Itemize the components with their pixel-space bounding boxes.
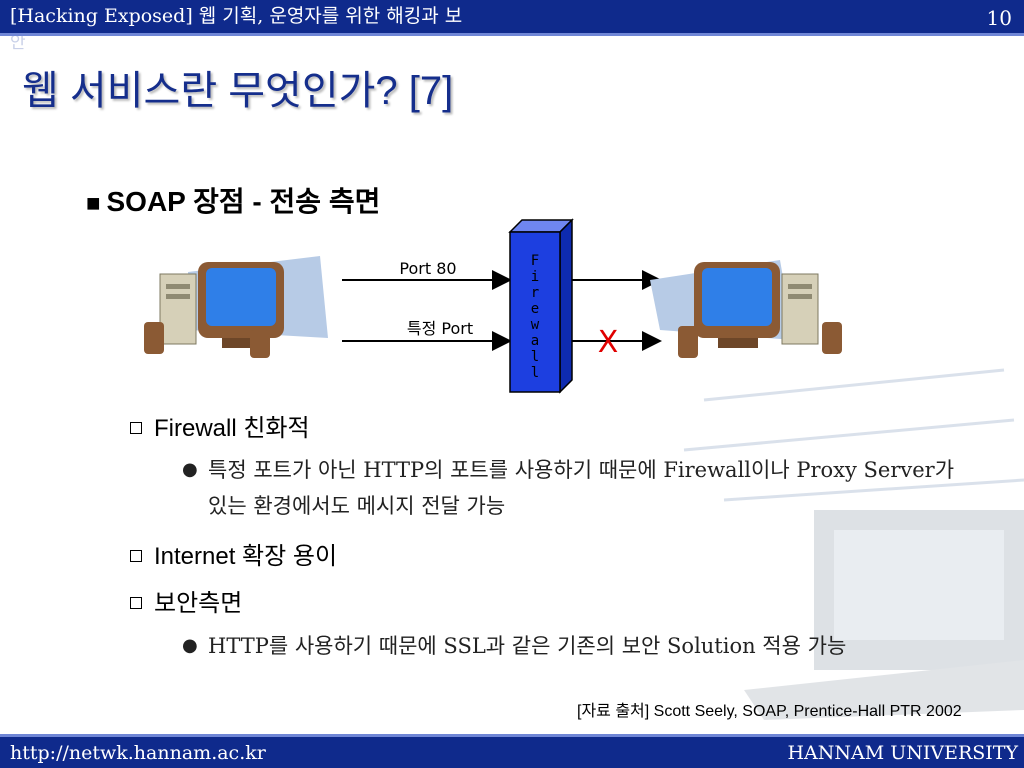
bullet-firewall: Firewall 친화적	[130, 408, 310, 443]
footer-university: HANNAM UNIVERSITY	[787, 742, 1018, 764]
bullet-text: 보안측면	[154, 590, 243, 617]
footer-url: http://netwk.hannam.ac.kr	[10, 742, 266, 764]
footer-bar: http://netwk.hannam.ac.kr HANNAM UNIVERS…	[0, 734, 1024, 768]
section-title: ■SOAP 장점 - 전송 측면	[86, 180, 380, 220]
slide-heading: 웹 서비스란 무엇인가? [7]	[22, 69, 454, 113]
firewall-letter: l	[531, 349, 539, 365]
firewall-diagram: Port 80 특정 Port F i r e w a l l X	[144, 218, 842, 394]
sub-bullet-text: HTTP를 사용하기 때문에 SSL과 같은 기존의 보안 Solution 적…	[208, 634, 847, 658]
footer-rule	[0, 734, 1024, 737]
computer-left-icon	[144, 256, 328, 358]
sub-bullet-firewall: ● 특정 포트가 아닌 HTTP의 포트를 사용하기 때문에 Firewall이…	[182, 452, 962, 524]
header-rule	[0, 33, 1024, 36]
sub-bullet-security: ● HTTP를 사용하기 때문에 SSL과 같은 기존의 보안 Solution…	[182, 628, 962, 664]
checkbox-bullet-icon	[130, 596, 142, 609]
firewall-letter: w	[531, 317, 540, 333]
firewall-letter: l	[531, 365, 539, 381]
blocked-x-mark: X	[598, 325, 619, 360]
bullet-internet: Internet 확장 용이	[130, 536, 337, 571]
firewall-label: F i r e w a l l	[531, 253, 540, 381]
bullet-text: Internet 확장 용이	[154, 543, 338, 570]
page-number: 10	[986, 6, 1012, 30]
section-title-text: SOAP 장점 - 전송 측면	[106, 186, 381, 217]
firewall-letter: a	[531, 333, 539, 349]
header-title: [Hacking Exposed] 웹 기획, 운영자를 위한 해킹과 보	[10, 5, 463, 27]
firewall-block: F i r e w a l l	[508, 218, 574, 394]
checkbox-bullet-icon	[130, 549, 142, 562]
section-bullet: ■	[86, 190, 101, 217]
firewall-letter: e	[531, 301, 539, 317]
header-title-wrap: 안	[10, 33, 26, 53]
bullet-text: Firewall 친화적	[154, 415, 310, 442]
firewall-letter: F	[531, 253, 539, 269]
sub-bullet-dot: ●	[182, 635, 198, 656]
header-bar: [Hacking Exposed] 웹 기획, 운영자를 위한 해킹과 보 안 …	[0, 0, 1024, 53]
firewall-letter: i	[531, 269, 539, 285]
sub-bullet-dot: ●	[182, 459, 198, 480]
computer-right-icon	[650, 260, 842, 358]
checkbox-bullet-icon	[130, 421, 142, 434]
port-80-label: Port 80	[399, 259, 456, 278]
firewall-letter: r	[531, 285, 539, 301]
source-citation: [자료 출처] Scott Seely, SOAP, Prentice-Hall…	[577, 703, 962, 720]
specific-port-label: 특정 Port	[407, 319, 473, 338]
bullet-security: 보안측면	[130, 583, 242, 618]
sub-bullet-text: 특정 포트가 아닌 HTTP의 포트를 사용하기 때문에 Firewall이나 …	[208, 458, 955, 518]
background-watermark-icon	[683, 368, 1024, 720]
